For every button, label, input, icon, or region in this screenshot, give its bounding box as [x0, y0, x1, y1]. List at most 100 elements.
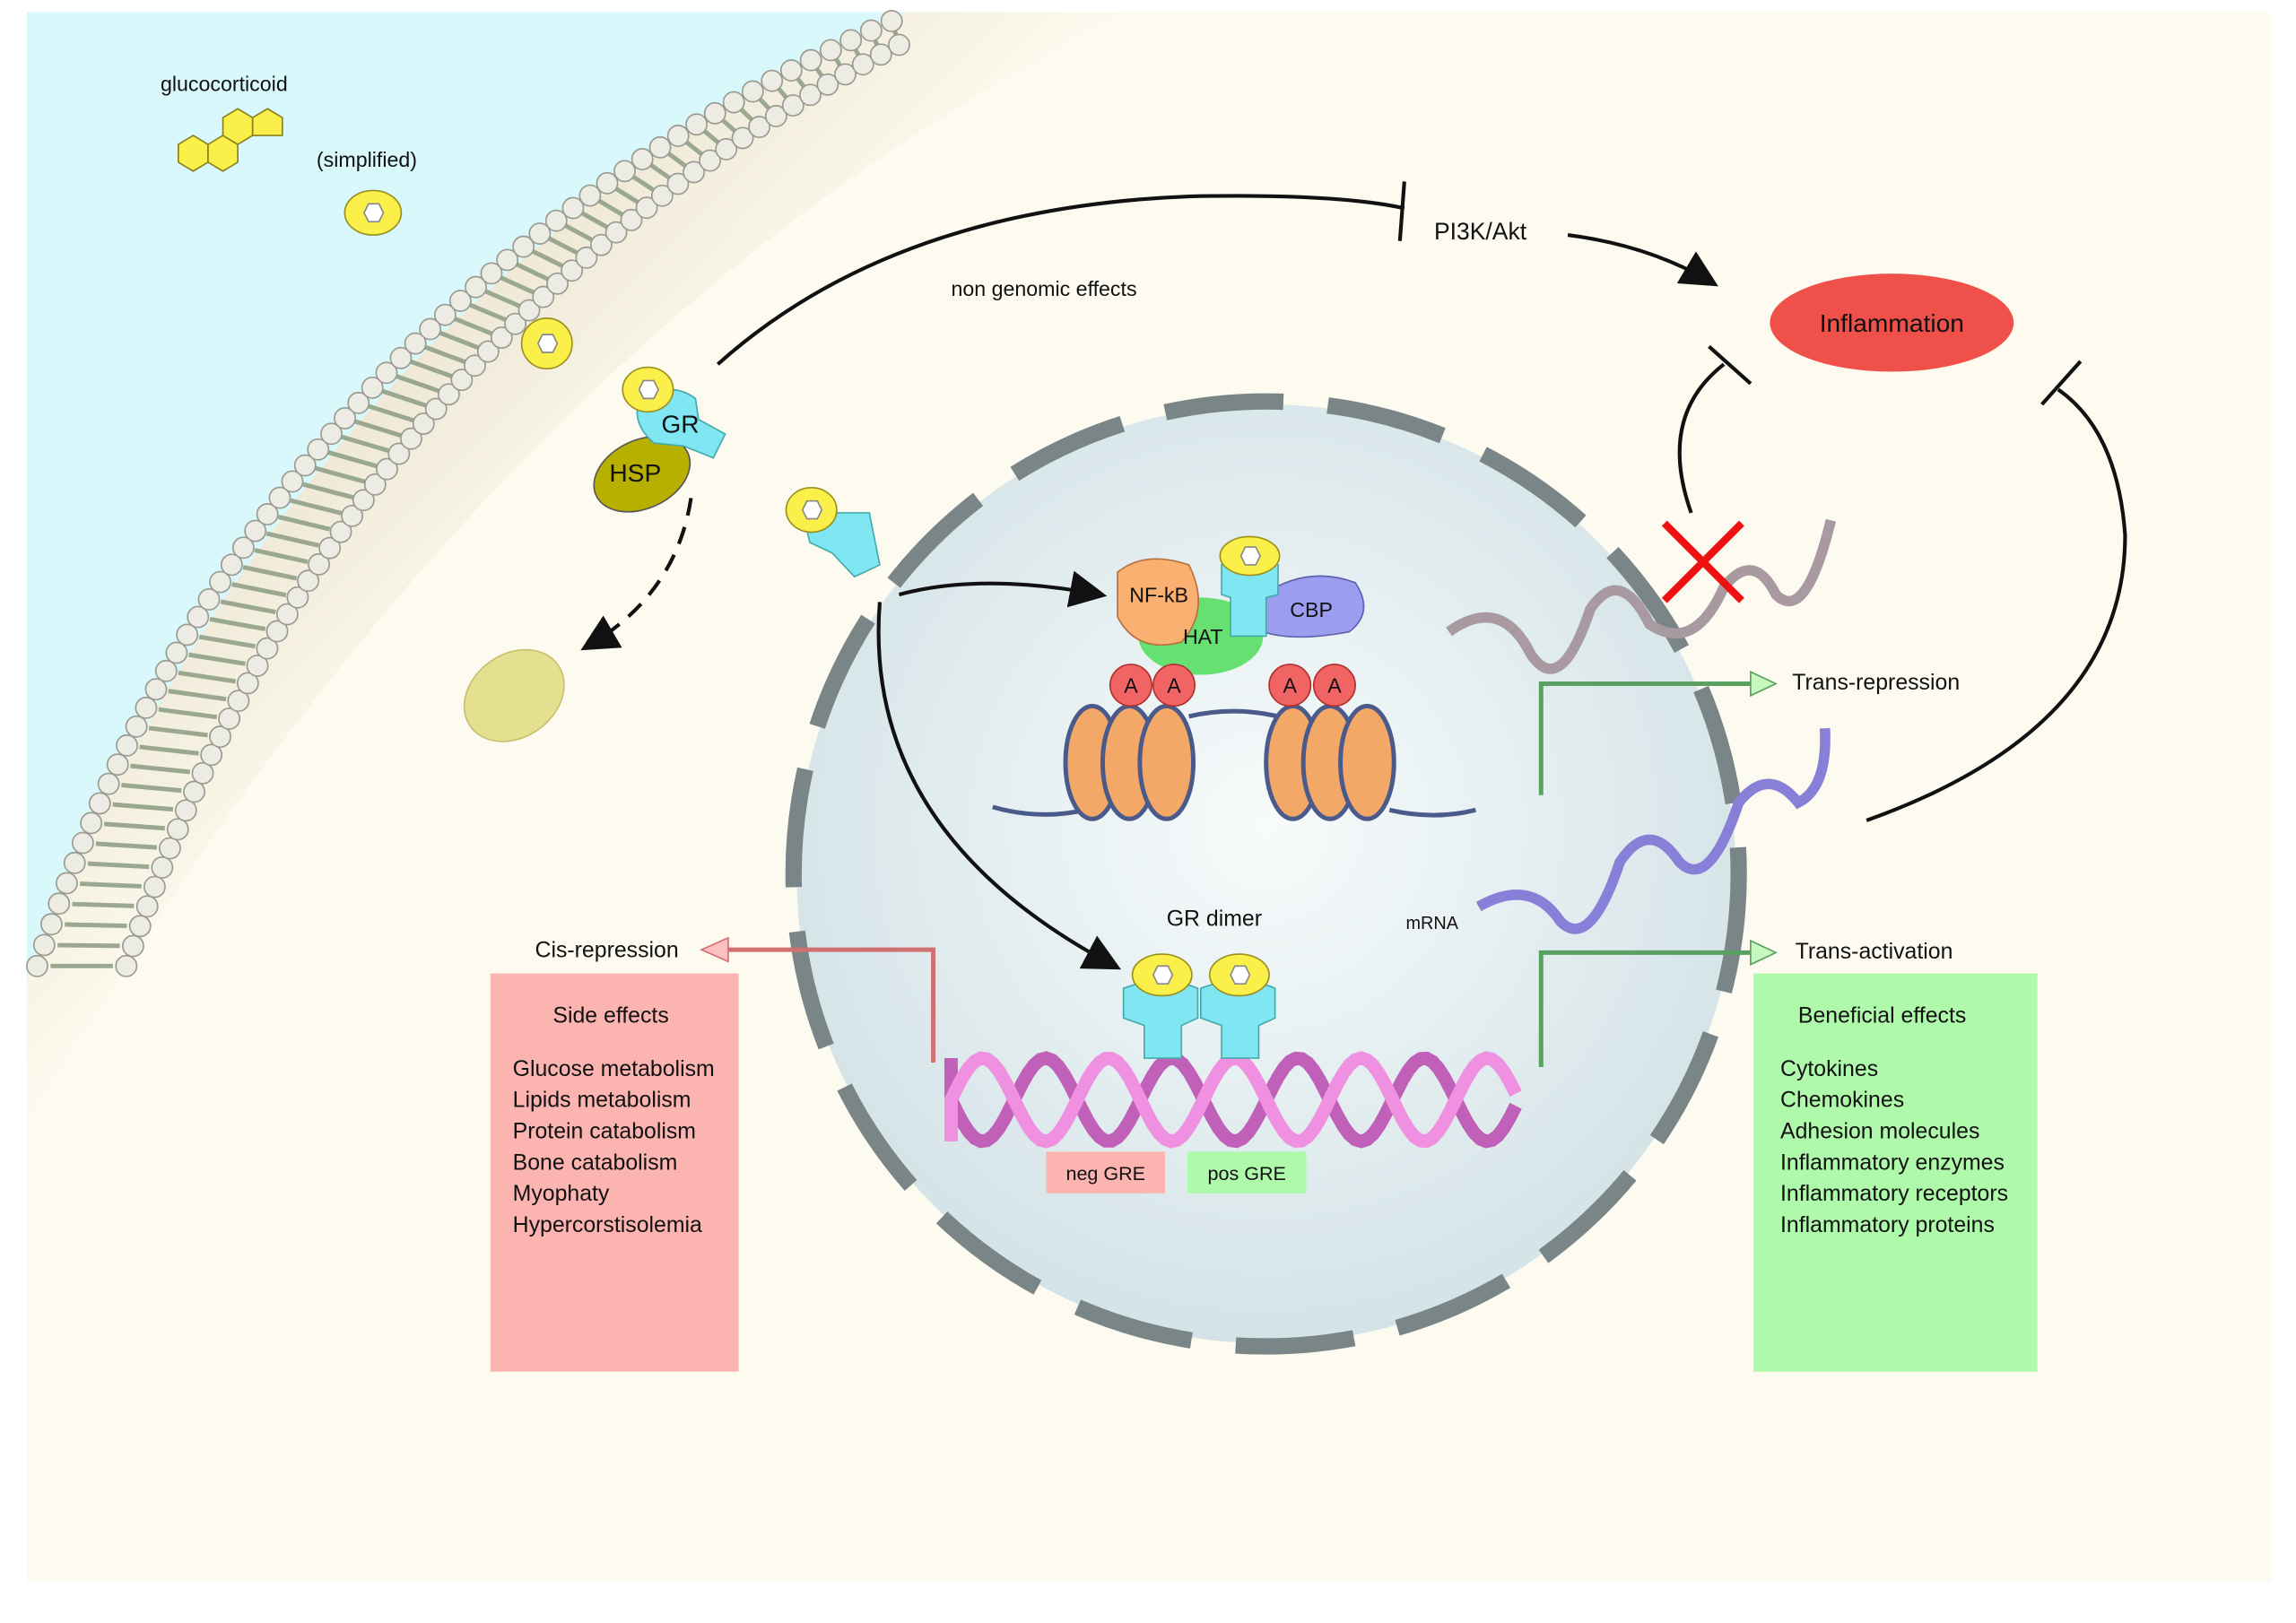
phospholipid-head [764, 105, 787, 127]
phospholipid-head [504, 312, 527, 335]
side-effect-item: Glucose metabolism [513, 1057, 715, 1081]
lipid-tail [315, 465, 366, 484]
lipid-tail [168, 689, 227, 702]
lipid-tail [341, 434, 390, 454]
mrna-transcript [1475, 727, 1831, 934]
lipid-tail [664, 149, 691, 170]
nucleosome [1338, 703, 1396, 821]
lipid-tail [302, 482, 354, 500]
phospholipid-head [329, 520, 352, 543]
phospholipid-head [80, 812, 103, 835]
lipid-tail [87, 861, 150, 870]
phospholipid-head [438, 383, 460, 406]
hsp-protein [593, 436, 691, 513]
phospholipid-head [635, 196, 658, 220]
phospholipid-head [465, 275, 487, 299]
acetyl-group [1152, 664, 1196, 707]
phospholipid-head [39, 913, 63, 936]
lipid-tail [629, 172, 658, 195]
side-effects-panel: Side effects Glucose metabolism Lipids m… [490, 973, 739, 1372]
acetyl-group [1312, 664, 1356, 707]
phospholipid-head [376, 457, 398, 481]
phospholipid-head [187, 605, 210, 629]
phospholipid-head [286, 586, 309, 609]
lipid-tail [158, 707, 218, 720]
lipid-tail [112, 802, 174, 812]
lipid-tail [139, 744, 199, 756]
phospholipid-head [620, 208, 643, 231]
pos-gre-box [1187, 1151, 1307, 1193]
phospholipid-head [517, 299, 541, 322]
phospholipid-head [115, 954, 138, 977]
phospholipid-head [281, 470, 304, 493]
phospholipid-head [869, 43, 892, 66]
lipid-tail [79, 881, 142, 889]
phospholipid-head [851, 53, 874, 76]
gr-in-complex [1221, 564, 1279, 638]
hsp-label: HSP [609, 459, 661, 487]
phospholipid-head [293, 454, 317, 477]
phospholipid-head [389, 346, 413, 369]
phospholipid-head [613, 160, 636, 183]
phospholipid-head [71, 831, 94, 855]
phospholipid-head [116, 733, 138, 757]
phospholipid-head [144, 875, 166, 898]
ligand-icon [520, 317, 573, 370]
phospholipid-head [575, 246, 598, 269]
beneficial-effects-title: Beneficial effects [1798, 1003, 1966, 1028]
beneficial-effect-item: Chemokines [1780, 1089, 1904, 1113]
beneficial-effect-item: Inflammatory proteins [1780, 1213, 1995, 1237]
phospholipid-head [839, 29, 863, 52]
phospholipid-head [561, 196, 585, 220]
trans-activation-arrow [1538, 950, 1754, 1067]
phospholipid-head [297, 569, 320, 593]
phospholipid-head [197, 588, 221, 611]
acetyl-group [1109, 664, 1152, 707]
pos-gre-label: pos GRE [1208, 1163, 1286, 1185]
lipid-tail [646, 161, 674, 182]
lipid-tail [290, 498, 343, 516]
lipid-tail [57, 942, 120, 949]
phospholipid-head [166, 818, 189, 841]
phospholipid-head [363, 473, 387, 496]
phospholipid-head [151, 856, 174, 879]
nucleus [796, 404, 1736, 1344]
phospholipid-head [781, 94, 804, 117]
phospholipid-head [779, 59, 803, 82]
phospholipid-head [218, 707, 241, 730]
pi3k-to-inflammation-arrow [1567, 233, 1718, 287]
inflammation-node [1770, 273, 2014, 372]
lipid-tail [104, 821, 165, 831]
lipid-tail [595, 196, 627, 219]
phospholipid-head [589, 233, 613, 256]
phospholipid-head [799, 48, 822, 72]
acetyl-group [1268, 664, 1312, 707]
to-dimer-arrow [876, 602, 1122, 970]
phospholipid-head [256, 637, 279, 660]
lipid-tail [121, 783, 182, 794]
neg-gre-label: neg GRE [1065, 1163, 1145, 1185]
nfkb-protein [1117, 558, 1199, 647]
phospholipid-head [275, 603, 299, 626]
released-hsp [463, 648, 565, 742]
phospholipid-head [375, 361, 398, 385]
simplified-label: (simplified) [317, 148, 417, 171]
phospholipid-head [699, 149, 721, 172]
dna-strand [944, 1051, 1522, 1149]
phospholipid-head [268, 486, 291, 509]
trans-repression-inhibition-line [1677, 362, 1726, 514]
phospholipid-head [320, 422, 343, 446]
phospholipid-head [135, 895, 159, 918]
inhibition-bar [1708, 344, 1752, 386]
phospholipid-head [666, 125, 690, 147]
lipid-tail [483, 288, 523, 309]
phospholipid-head [236, 672, 259, 695]
phospholipid-head [490, 326, 513, 349]
phospholipid-head [176, 623, 199, 647]
phospholipid-head [859, 19, 883, 42]
phospholipid-head [128, 915, 152, 938]
phospholipid-head [246, 654, 269, 677]
phospholipid-head [144, 678, 168, 701]
phospholipid-head [433, 303, 457, 326]
acetyl-label: A [1167, 673, 1181, 697]
